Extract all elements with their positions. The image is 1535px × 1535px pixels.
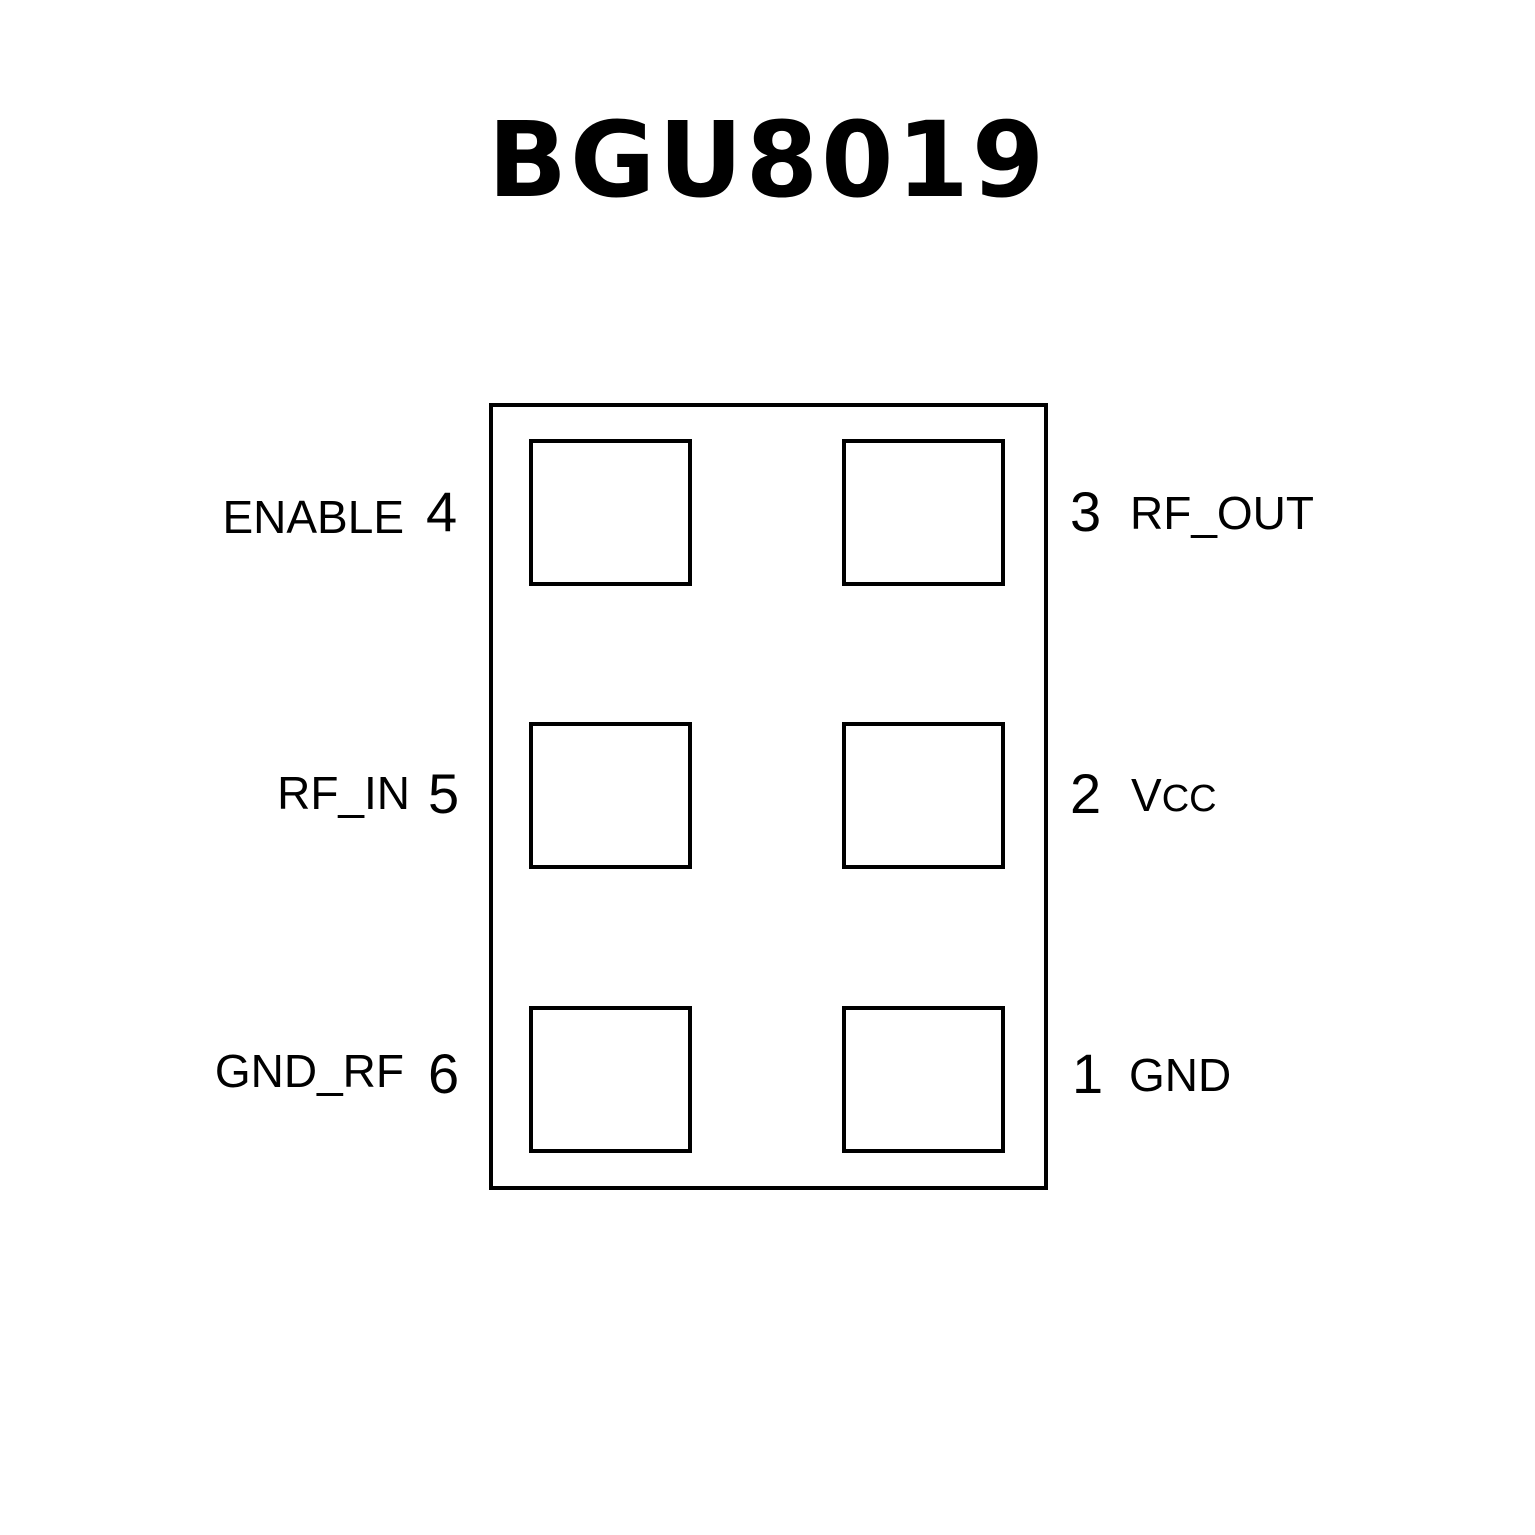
pin-1-number: 1 — [1072, 1042, 1104, 1105]
pad-6 — [529, 1006, 692, 1153]
pad-2 — [842, 722, 1005, 869]
pin-3-name: RF_OUT — [1130, 487, 1314, 539]
package-outline — [489, 403, 1048, 1190]
pin-4-name: ENABLE — [222, 491, 404, 543]
pin-2-number: 2 — [1070, 762, 1102, 825]
pin-3-number: 3 — [1070, 480, 1102, 543]
pin-4-number: 4 — [426, 480, 458, 543]
pin-2-name: VCC — [1131, 769, 1217, 821]
pin-1-name: GND — [1129, 1049, 1232, 1101]
pin-5-name: RF_IN — [277, 767, 410, 819]
pin-6-number: 6 — [428, 1042, 460, 1105]
pad-3 — [842, 439, 1005, 586]
pad-1 — [842, 1006, 1005, 1153]
pin-2-name-subscript: CC — [1161, 778, 1217, 820]
pin-6-name: GND_RF — [214, 1045, 404, 1097]
chip-title: BGU8019 — [487, 99, 1048, 221]
pad-5 — [529, 722, 692, 869]
pad-4 — [529, 439, 692, 586]
pin-5-number: 5 — [428, 762, 460, 825]
